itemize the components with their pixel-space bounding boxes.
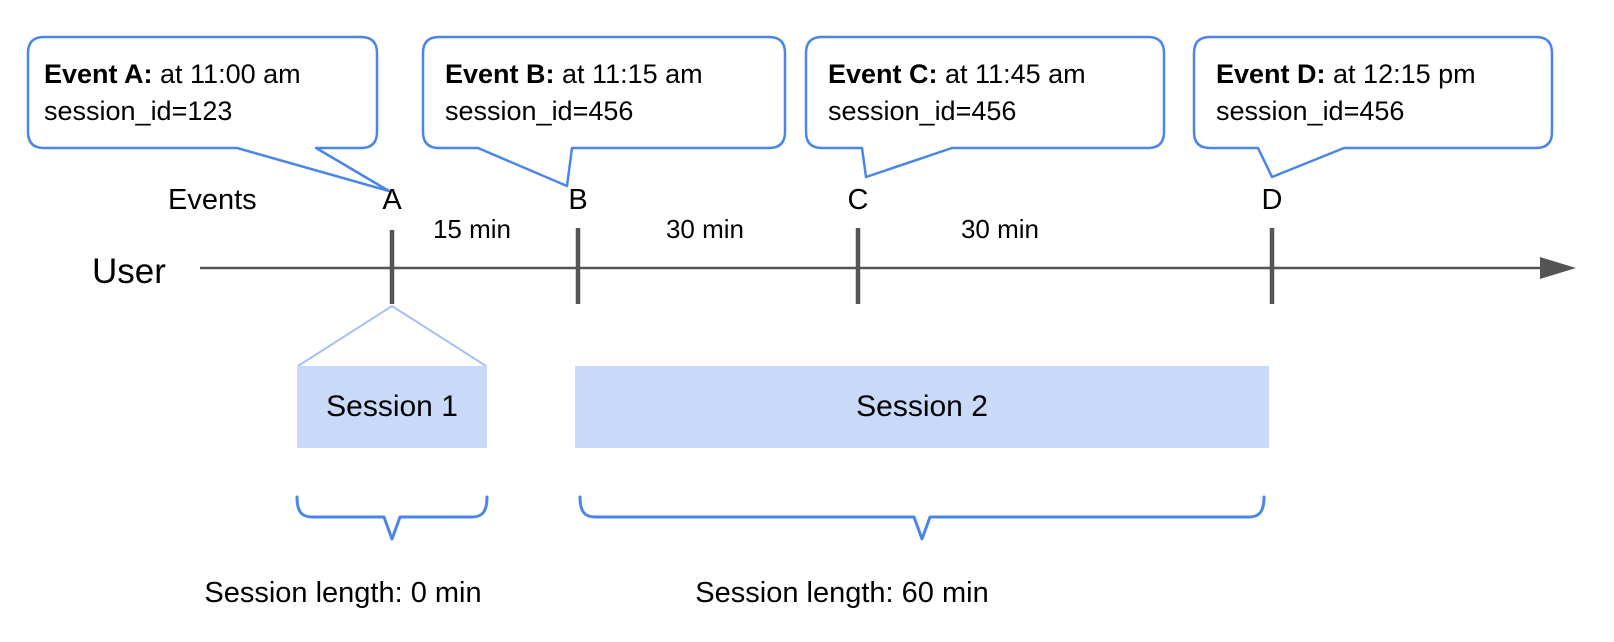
event-c-title: Event C: <box>828 59 938 89</box>
event-letter-d: D <box>1261 184 1283 216</box>
event-a-session-id: session_id=123 <box>44 96 233 126</box>
session2-length-label: Session length: 60 min <box>695 577 989 609</box>
event-b-callout: Event B: at 11:15 am session_id=456 <box>445 56 703 130</box>
session2-brace <box>578 495 1266 541</box>
event-c-session-id: session_id=456 <box>828 96 1017 126</box>
event-a-time: at 11:00 am <box>152 59 301 89</box>
event-a-callout: Event A: at 11:00 am session_id=123 <box>44 56 301 130</box>
event-d-time: at 12:15 pm <box>1325 59 1476 89</box>
session1-funnel-lines <box>297 305 487 367</box>
event-c-callout: Event C: at 11:45 am session_id=456 <box>828 56 1086 130</box>
user-axis-label: User <box>92 252 166 291</box>
event-b-title: Event B: <box>445 59 555 89</box>
event-c-time: at 11:45 am <box>937 59 1086 89</box>
interval-b-c: 30 min <box>665 214 745 244</box>
interval-c-d: 30 min <box>960 214 1040 244</box>
event-b-time: at 11:15 am <box>554 59 703 89</box>
event-d-session-id: session_id=456 <box>1216 96 1405 126</box>
event-letter-a: A <box>382 184 402 216</box>
event-c-line1: Event C: at 11:45 am <box>828 56 1086 93</box>
event-b-session-id: session_id=456 <box>445 96 634 126</box>
event-d-callout: Event D: at 12:15 pm session_id=456 <box>1216 56 1476 130</box>
interval-a-b: 15 min <box>432 214 512 244</box>
session2-bar: Session 2 <box>575 366 1269 448</box>
event-letter-c: C <box>847 184 869 216</box>
session1-label: Session 1 <box>326 390 458 423</box>
event-b-line1: Event B: at 11:15 am <box>445 56 703 93</box>
session1-length-label: Session length: 0 min <box>204 577 482 609</box>
session2-label: Session 2 <box>856 390 988 423</box>
event-d-title: Event D: <box>1216 59 1326 89</box>
session1-brace <box>295 495 489 541</box>
timeline-arrowhead-icon <box>1540 257 1576 279</box>
session1-bar: Session 1 <box>297 366 487 448</box>
event-d-line1: Event D: at 12:15 pm <box>1216 56 1476 93</box>
events-axis-label: Events <box>168 184 257 216</box>
event-a-title: Event A: <box>44 59 153 89</box>
event-a-line1: Event A: at 11:00 am <box>44 56 301 93</box>
event-letter-b: B <box>568 184 588 216</box>
